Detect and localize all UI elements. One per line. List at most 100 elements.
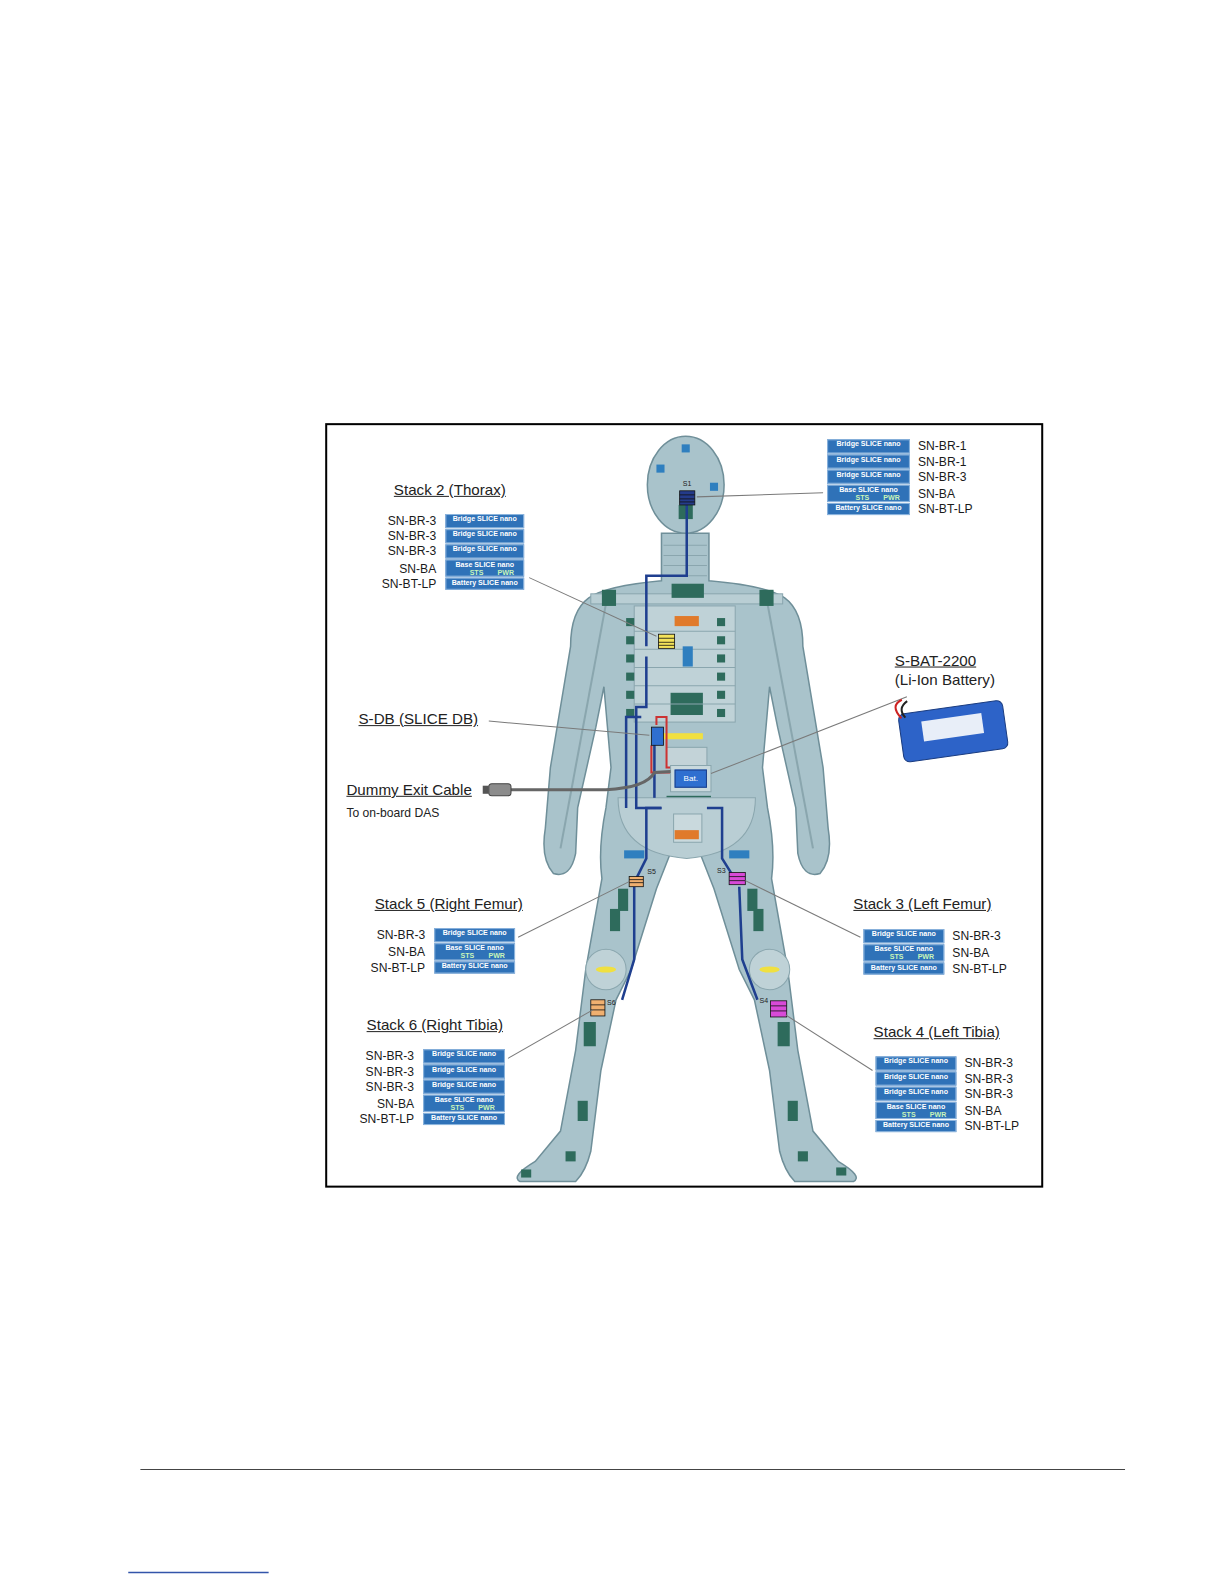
slice-module: Base SLICE nanoSTSPWRSN-BA	[827, 485, 910, 502]
stack-callout: S5	[647, 866, 656, 876]
status-row: STS PWR	[424, 1104, 504, 1111]
module-name: Base SLICE nano	[875, 945, 934, 953]
slice-module: Battery SLICE nanoSN-BT-LP	[876, 1120, 957, 1132]
slice-module: Bridge SLICE nanoSN-BR-1	[827, 454, 910, 468]
slice-module: Battery SLICE nanoSN-BT-LP	[423, 1113, 505, 1125]
part-number: SN-BR-3	[366, 1080, 414, 1094]
slice-module: Base SLICE nanoSTSPWRSN-BA	[423, 1095, 505, 1112]
slice-module: Bridge SLICE nanoSN-BR-3	[445, 544, 524, 558]
stack-title: Stack 6 (Right Tibia)	[367, 1016, 503, 1034]
module-name: Bridge SLICE nano	[453, 515, 517, 523]
part-number: SN-BT-LP	[952, 961, 1007, 975]
part-number: SN-BA	[377, 1097, 414, 1111]
slice-stack-group: Stack 2 (Thorax)Bridge SLICE nanoSN-BR-3…	[445, 514, 524, 591]
part-number: SN-BR-3	[377, 928, 425, 942]
module-name: Bridge SLICE nano	[836, 471, 900, 479]
slice-stack-group: Stack 4 (Left Tibia)Bridge SLICE nanoSN-…	[876, 1056, 957, 1133]
part-number: SN-BR-3	[366, 1064, 414, 1078]
part-number: SN-BR-3	[964, 1087, 1012, 1101]
status-led-label: PWR	[478, 1104, 495, 1111]
module-name: Bridge SLICE nano	[872, 930, 936, 938]
slice-module: Base SLICE nanoSTSPWRSN-BA	[863, 944, 944, 961]
stack-callout: S3	[717, 865, 726, 875]
part-number: SN-BR-1	[918, 439, 966, 453]
slice-module: Bridge SLICE nanoSN-BR-3	[827, 470, 910, 484]
module-name: Base SLICE nano	[887, 1103, 946, 1111]
status-row: STS PWR	[435, 952, 514, 959]
slice-module: Bridge SLICE nanoSN-BR-3	[445, 514, 524, 528]
status-led-label: STS	[855, 494, 869, 501]
part-number: SN-BR-3	[388, 544, 436, 558]
battery-box: Bat.	[675, 770, 707, 788]
part-number: SN-BR-3	[964, 1072, 1012, 1086]
part-number: SN-BR-3	[388, 514, 436, 528]
module-name: Battery SLICE nano	[442, 962, 508, 970]
slice-module: Base SLICE nanoSTSPWRSN-BA	[876, 1102, 957, 1119]
slice-module: Base SLICE nanoSTSPWRSN-BA	[434, 943, 515, 960]
status-led-label: PWR	[930, 1111, 947, 1118]
module-name: Bridge SLICE nano	[432, 1065, 496, 1073]
status-led-label: STS	[902, 1111, 916, 1118]
part-number: SN-BT-LP	[371, 960, 426, 974]
module-name: Bridge SLICE nano	[432, 1050, 496, 1058]
module-name: Battery SLICE nano	[883, 1121, 949, 1129]
status-row: STS PWR	[877, 1111, 956, 1118]
part-label: Dummy Exit Cable	[346, 781, 471, 799]
part-number: SN-BA	[918, 487, 955, 501]
module-name: Bridge SLICE nano	[836, 440, 900, 448]
status-led-label: STS	[470, 569, 484, 576]
part-number: SN-BR-3	[964, 1056, 1012, 1070]
part-number: SN-BR-3	[366, 1049, 414, 1063]
module-name: Bridge SLICE nano	[836, 455, 900, 463]
stack-callout: S1	[683, 479, 692, 489]
slice-module: Bridge SLICE nanoSN-BR-3	[876, 1087, 957, 1101]
part-label: To on-board DAS	[346, 806, 439, 821]
module-name: Battery SLICE nano	[431, 1114, 497, 1122]
status-led-label: STS	[450, 1104, 464, 1111]
part-label: S-BAT-2200	[895, 651, 976, 669]
module-name: Bridge SLICE nano	[432, 1081, 496, 1089]
status-led-label: STS	[890, 953, 904, 960]
module-name: Bridge SLICE nano	[453, 530, 517, 538]
part-number: SN-BR-3	[952, 929, 1000, 943]
status-led-label: PWR	[883, 494, 900, 501]
part-number: SN-BA	[964, 1104, 1001, 1118]
module-name: Bridge SLICE nano	[884, 1073, 948, 1081]
part-number: SN-BT-LP	[964, 1119, 1019, 1133]
module-name: Battery SLICE nano	[871, 963, 937, 971]
module-name: Bridge SLICE nano	[884, 1088, 948, 1096]
module-name: Battery SLICE nano	[452, 579, 518, 587]
slice-module: Bridge SLICE nanoSN-BR-3	[445, 529, 524, 543]
status-led-label: PWR	[918, 953, 935, 960]
module-name: Base SLICE nano	[435, 1096, 494, 1104]
part-number: SN-BA	[399, 562, 436, 576]
slice-stack-group: Stack 3 (Left Femur)Bridge SLICE nanoSN-…	[863, 929, 944, 975]
status-row: STSPWR	[446, 569, 523, 576]
status-led-label: PWR	[488, 952, 505, 959]
slice-module: Battery SLICE nanoSN-BT-LP	[445, 578, 524, 590]
part-number: SN-BA	[952, 946, 989, 960]
stack-callout: S6	[607, 998, 616, 1008]
battery-label: Bat.	[684, 771, 698, 787]
status-row: STS PWR	[828, 494, 909, 501]
slice-module: Bridge SLICE nanoSN-BR-3	[876, 1056, 957, 1070]
slice-module: Base SLICE nanoSTSPWRSN-BA	[445, 559, 524, 576]
slice-stack-group: Stack 5 (Right Femur)Bridge SLICE nanoSN…	[434, 928, 515, 974]
part-number: SN-BR-3	[918, 470, 966, 484]
part-label: S-DB (SLICE DB)	[359, 710, 479, 728]
stack-title: Stack 5 (Right Femur)	[375, 895, 523, 913]
status-led-label: STS	[461, 952, 475, 959]
slice-module: Bridge SLICE nanoSN-BR-3	[863, 929, 944, 943]
slice-module: Battery SLICE nanoSN-BT-LP	[827, 503, 910, 515]
part-number: SN-BA	[388, 945, 425, 959]
stack-title: Stack 4 (Left Tibia)	[874, 1023, 1000, 1041]
slice-module: Battery SLICE nanoSN-BT-LP	[863, 962, 944, 974]
slice-module: Bridge SLICE nanoSN-BR-1	[827, 439, 910, 453]
slice-stack-group: Stack 6 (Right Tibia)Bridge SLICE nanoSN…	[423, 1049, 505, 1126]
slice-module: Battery SLICE nanoSN-BT-LP	[434, 961, 515, 973]
part-number: SN-BR-1	[918, 454, 966, 468]
status-row: STS PWR	[864, 953, 943, 960]
module-name: Bridge SLICE nano	[453, 545, 517, 553]
